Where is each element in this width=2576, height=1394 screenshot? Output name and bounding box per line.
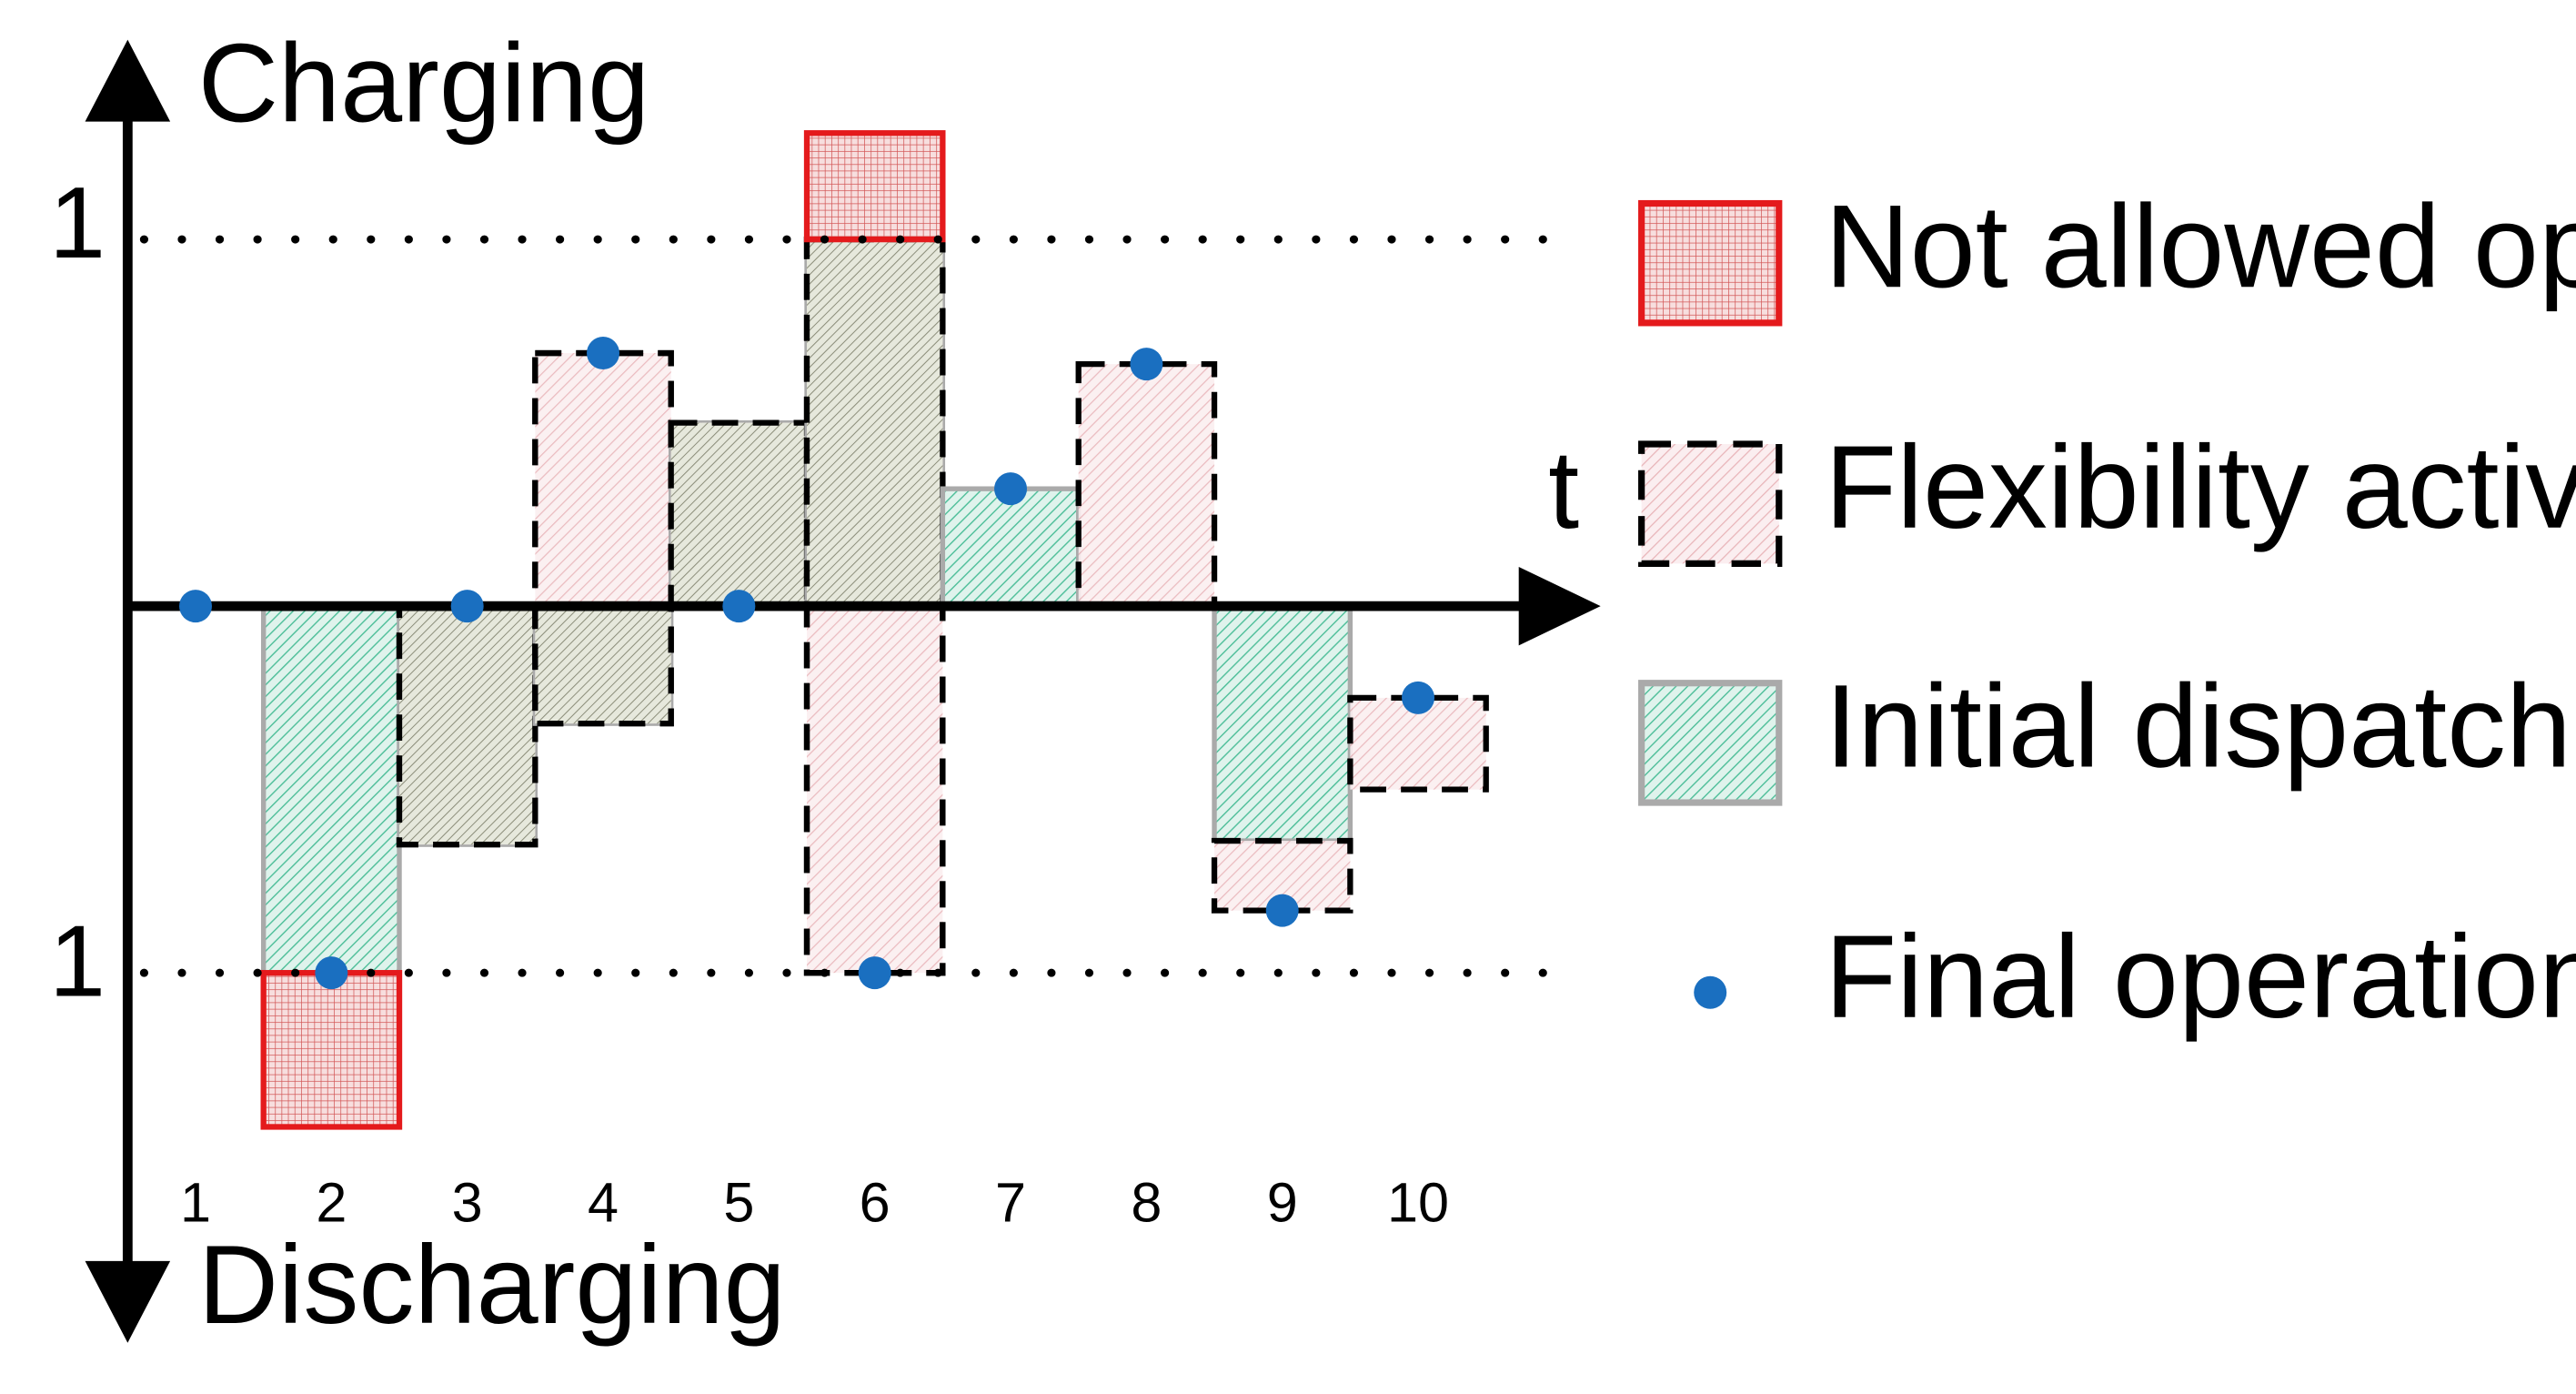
flexibility-bar-outline-4	[532, 349, 674, 727]
not-allowed-bar-2	[260, 970, 403, 1130]
initial-dispatch-bar-9	[1212, 603, 1353, 843]
x-axis-label: t	[1548, 427, 1579, 551]
time-step-label-5: 5	[723, 1172, 754, 1234]
time-step-label-7: 7	[995, 1172, 1026, 1234]
final-point-10	[1402, 681, 1435, 714]
overlap-bar-5	[670, 422, 808, 607]
time-step-label-2: 2	[316, 1172, 347, 1234]
final-point-2	[315, 956, 348, 990]
time-step-label-9: 9	[1267, 1172, 1298, 1234]
legend-label-flexibility: Flexibility activation	[1825, 422, 2576, 553]
time-step-label-6: 6	[860, 1172, 891, 1234]
x-axis-arrow	[1518, 566, 1601, 646]
time-step-labels: 1 2 3 4 5 6 7 8 9 10	[180, 1172, 1449, 1234]
final-point-3	[450, 590, 484, 623]
final-point-8	[1130, 348, 1163, 381]
flexibility-bar-8	[1075, 360, 1218, 610]
y-axis-up-arrow	[85, 39, 171, 122]
y-axis-top-label: Charging	[198, 21, 649, 146]
time-step-label-4: 4	[588, 1172, 619, 1234]
overlap-bar-3	[399, 606, 536, 845]
overlap-bar-6	[807, 239, 943, 607]
lower-limit-label: 1	[49, 904, 106, 1017]
legend-swatch-initial	[1638, 680, 1783, 806]
legend-label-not-allowed: Not allowed operation	[1825, 181, 2576, 312]
legend-label-final: Final operation point	[1825, 912, 2576, 1043]
final-point-6	[858, 956, 891, 990]
y-axis-down-arrow	[85, 1260, 171, 1343]
initial-dispatch-bar-7	[940, 486, 1082, 609]
legend-label-initial: Initial dispatch	[1825, 661, 2571, 792]
legend-swatch-flexibility	[1638, 440, 1783, 567]
legend-swatch-not-allowed	[1638, 199, 1783, 327]
time-step-label-3: 3	[452, 1172, 483, 1234]
final-operation-points	[179, 337, 1435, 990]
time-step-label-10: 10	[1387, 1172, 1449, 1234]
final-point-5	[722, 590, 756, 623]
final-point-4	[587, 337, 620, 370]
initial-dispatch-bar-2	[260, 603, 402, 975]
y-axis-bottom-label: Discharging	[198, 1222, 786, 1347]
legend-swatch-final-point	[1694, 975, 1727, 1009]
legend: Not allowed operation Flexibility activa…	[1638, 181, 2576, 1043]
time-step-label-1: 1	[180, 1172, 211, 1234]
final-point-7	[994, 472, 1028, 506]
final-point-9	[1265, 894, 1299, 927]
not-allowed-bar-6	[803, 130, 946, 243]
overlap-bar-4	[535, 606, 671, 724]
axes	[85, 39, 1601, 1343]
upper-limit-label: 1	[49, 166, 106, 279]
final-point-1	[179, 590, 213, 623]
time-step-label-8: 8	[1131, 1172, 1162, 1234]
